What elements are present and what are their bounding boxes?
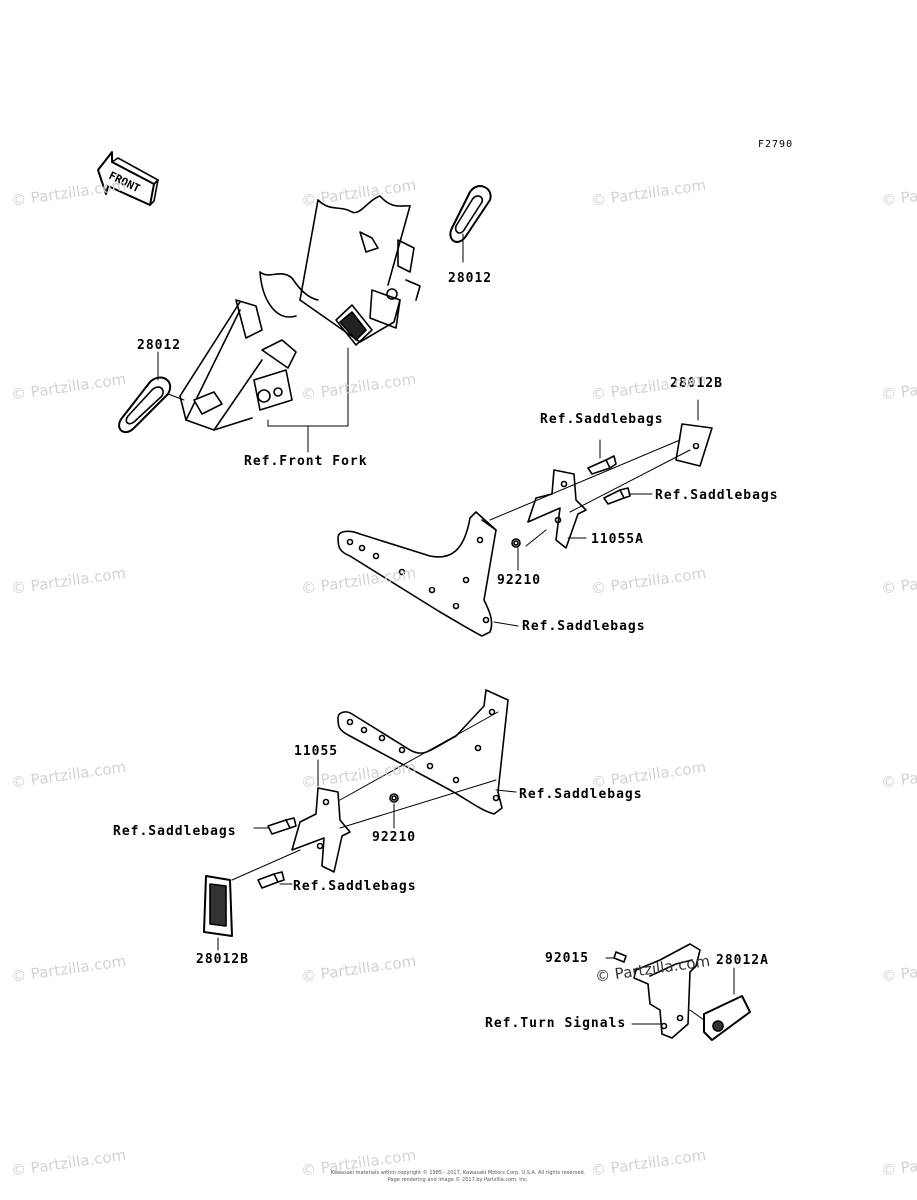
reflector-28012-left bbox=[118, 351, 185, 434]
reflector-28012B-bottom bbox=[203, 875, 233, 951]
part-label-ref-front-fork[interactable]: Ref.Front Fork bbox=[244, 454, 368, 469]
part-label-28012-left[interactable]: 28012 bbox=[137, 338, 182, 353]
front-fork-leader bbox=[267, 347, 349, 453]
bracket-11055A bbox=[527, 469, 587, 549]
bracket-11055 bbox=[291, 759, 351, 873]
part-label-92210-bottom[interactable]: 92210 bbox=[372, 830, 417, 845]
front-fork-right bbox=[299, 195, 421, 346]
reflector-28012-upper bbox=[449, 185, 492, 263]
part-label-92015[interactable]: 92015 bbox=[545, 951, 590, 966]
assembly-lines-upper bbox=[489, 439, 691, 627]
footer-rendering-note: Page rendering and image © 2017 by Partz… bbox=[387, 1177, 529, 1183]
part-label-11055A[interactable]: 11055A bbox=[591, 532, 644, 547]
saddlebag-bracket-lower bbox=[337, 689, 509, 815]
reflector-28012B-top bbox=[675, 399, 713, 467]
part-label-ref-saddlebags-1[interactable]: Ref.Saddlebags bbox=[540, 412, 664, 427]
reflector-28012A bbox=[631, 967, 751, 1041]
footer-copyright: Kawasaki materials within copyright © 19… bbox=[330, 1170, 586, 1176]
part-label-ref-saddlebags-3[interactable]: Ref.Saddlebags bbox=[522, 619, 646, 634]
assembly-lines-lower bbox=[231, 711, 517, 885]
part-label-ref-saddlebags-5[interactable]: Ref.Saddlebags bbox=[113, 824, 237, 839]
bolts-upper bbox=[511, 439, 631, 548]
part-label-ref-saddlebags-6[interactable]: Ref.Saddlebags bbox=[293, 879, 417, 894]
part-label-28012B-bottom[interactable]: 28012B bbox=[196, 952, 249, 967]
part-label-ref-saddlebags-4[interactable]: Ref.Saddlebags bbox=[519, 787, 643, 802]
saddlebag-bracket-upper bbox=[337, 511, 497, 637]
part-label-92210-top[interactable]: 92210 bbox=[497, 573, 542, 588]
part-label-28012A[interactable]: 28012A bbox=[716, 953, 769, 968]
turn-signal-bracket bbox=[605, 943, 701, 1039]
part-label-28012B-top[interactable]: 28012B bbox=[670, 376, 723, 391]
figure-code: F2790 bbox=[758, 139, 794, 150]
part-label-ref-saddlebags-2[interactable]: Ref.Saddlebags bbox=[655, 488, 779, 503]
part-label-28012-upper[interactable]: 28012 bbox=[448, 271, 493, 286]
part-label-11055[interactable]: 11055 bbox=[294, 744, 339, 759]
bolts-lower bbox=[257, 793, 399, 889]
front-fork-left bbox=[179, 271, 319, 431]
part-label-ref-turn-signals[interactable]: Ref.Turn Signals bbox=[485, 1016, 627, 1031]
